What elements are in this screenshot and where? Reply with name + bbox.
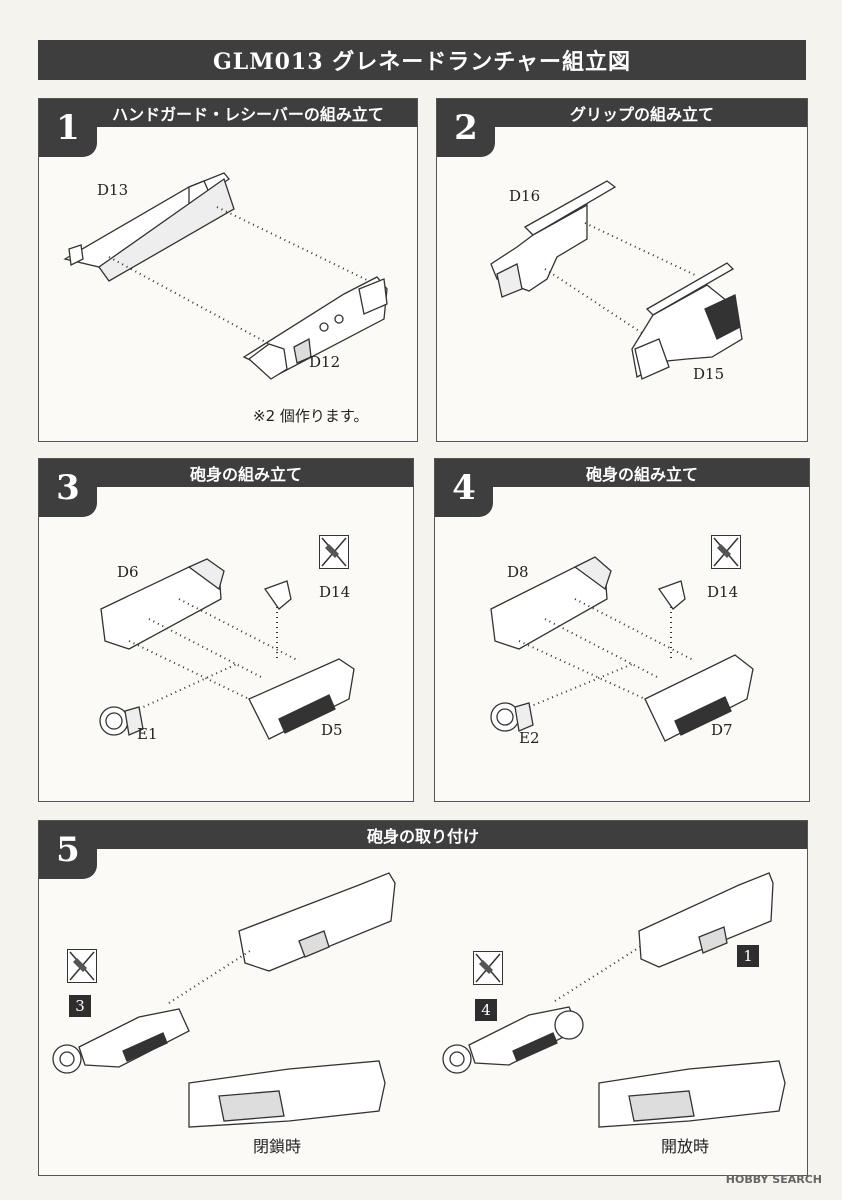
- step-1-drawing: [63, 172, 388, 380]
- part-label-d8: D8: [507, 563, 529, 581]
- step-1-number: 1: [39, 99, 97, 157]
- part-label-d16: D16: [509, 187, 541, 205]
- no-glue-icon: [319, 535, 349, 569]
- step-3-heading: 砲身の組み立て: [39, 459, 413, 487]
- step-1-panel: ハンドガード・レシーバーの組み立て 1 D13 D12 ※2 個作ります。: [38, 98, 418, 442]
- no-glue-icon: [67, 949, 97, 983]
- step-3-panel: 砲身の組み立て 3 D6 D14 E1 D5: [38, 458, 414, 802]
- step-5-panel: 砲身の取り付け 5: [38, 820, 808, 1176]
- step-5-heading: 砲身の取り付け: [39, 821, 807, 849]
- part-label-e1: E1: [137, 725, 158, 743]
- step-1-heading-text: ハンドガード・レシーバーの組み立て: [112, 105, 384, 124]
- step-1-heading: ハンドガード・レシーバーの組み立て: [39, 99, 417, 127]
- caption-closed: 閉鎖時: [253, 1137, 302, 1156]
- part-label-d15: D15: [693, 365, 725, 383]
- step-5-number: 5: [39, 821, 97, 879]
- part-label-d12: D12: [309, 353, 341, 371]
- step-1-note: ※2 個作ります。: [253, 407, 369, 425]
- part-label-d6: D6: [117, 563, 139, 581]
- part-label-d5: D5: [321, 721, 343, 739]
- step-ref-1: 1: [737, 945, 759, 967]
- watermark: HOBBY SEARCH: [725, 1173, 822, 1186]
- part-label-d14: D14: [319, 583, 351, 601]
- no-glue-icon-graphic: [69, 951, 95, 981]
- step-2-number: 2: [437, 99, 495, 157]
- no-glue-icon: [711, 535, 741, 569]
- step-2-heading: グリップの組み立て: [437, 99, 807, 127]
- step-ref-4: 4: [475, 999, 497, 1021]
- step-4-number: 4: [435, 459, 493, 517]
- step-5-drawing: [52, 872, 786, 1128]
- no-glue-icon: [473, 951, 503, 985]
- step-4-heading: 砲身の組み立て: [435, 459, 809, 487]
- step-3-number: 3: [39, 459, 97, 517]
- step-4-drawing: [490, 556, 754, 742]
- step-3-drawing: [99, 558, 355, 740]
- part-label-d7: D7: [711, 721, 733, 739]
- part-label-e2: E2: [519, 729, 540, 747]
- step-5-heading-text: 砲身の取り付け: [366, 827, 479, 846]
- step-4-heading-text: 砲身の組み立て: [585, 465, 698, 484]
- part-label-d13: D13: [97, 181, 129, 199]
- no-glue-icon-graphic: [321, 537, 347, 567]
- part-label-d14: D14: [707, 583, 739, 601]
- step-2-drawing: [490, 180, 743, 380]
- step-3-heading-text: 砲身の組み立て: [189, 465, 302, 484]
- no-glue-icon-graphic: [475, 953, 501, 983]
- step-4-panel: 砲身の組み立て 4 D8 D14 E2 D7: [434, 458, 810, 802]
- document-title: GLM013 グレネードランチャー組立図: [38, 40, 806, 80]
- step-ref-3: 3: [69, 995, 91, 1017]
- step-2-heading-text: グリップの組み立て: [569, 105, 714, 124]
- step-2-panel: グリップの組み立て 2 D16 D15: [436, 98, 808, 442]
- caption-open: 開放時: [661, 1137, 710, 1156]
- no-glue-icon-graphic: [713, 537, 739, 567]
